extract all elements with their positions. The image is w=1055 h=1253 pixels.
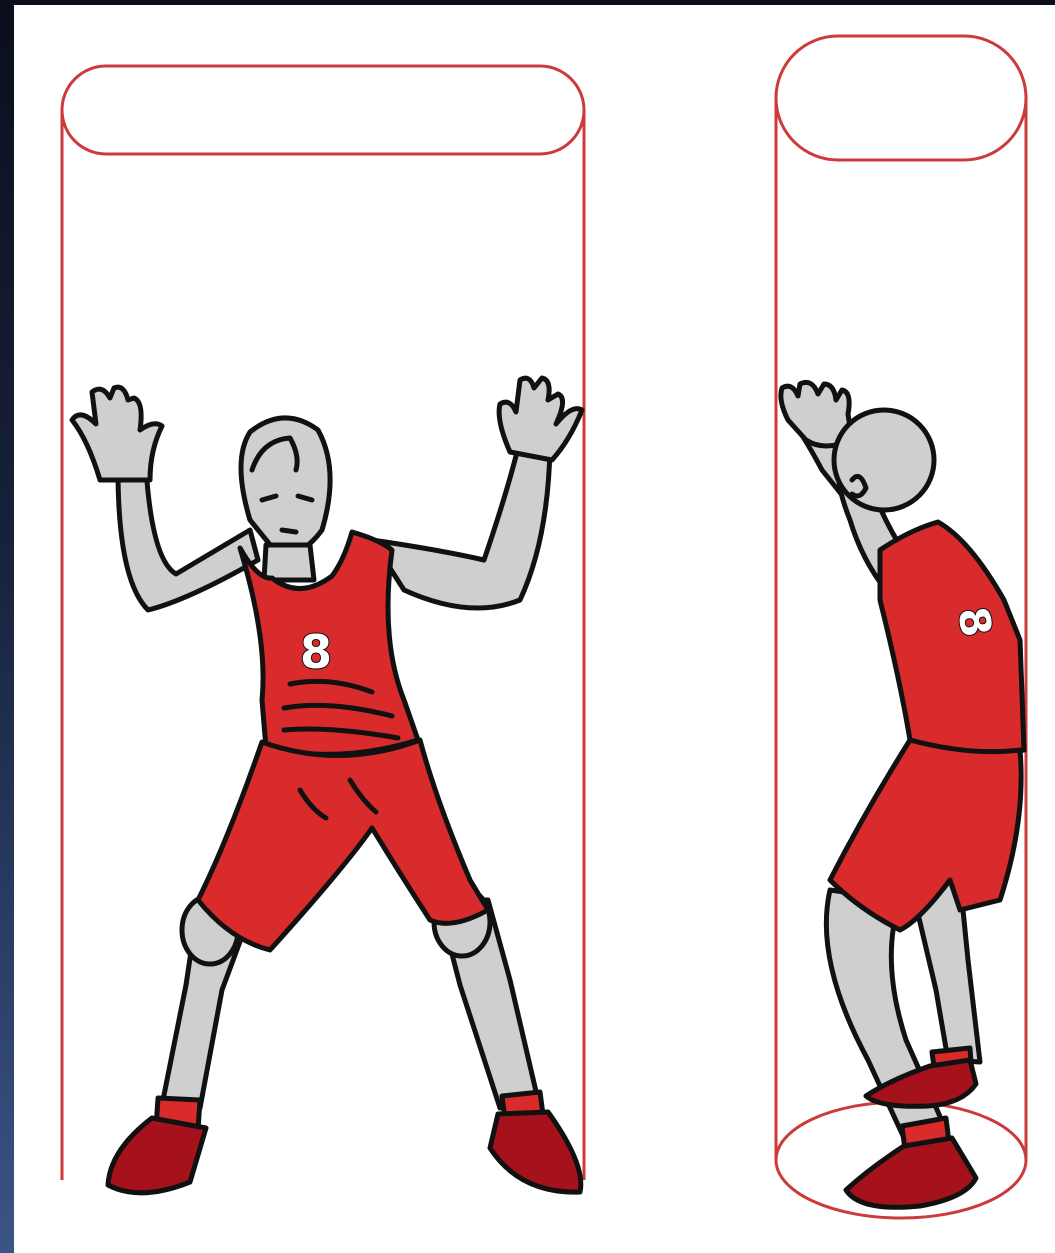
front-view-player: 8 [72, 378, 582, 1193]
side-view-player: 8 [781, 382, 1024, 1207]
front-jersey-number: 8 [300, 625, 332, 679]
